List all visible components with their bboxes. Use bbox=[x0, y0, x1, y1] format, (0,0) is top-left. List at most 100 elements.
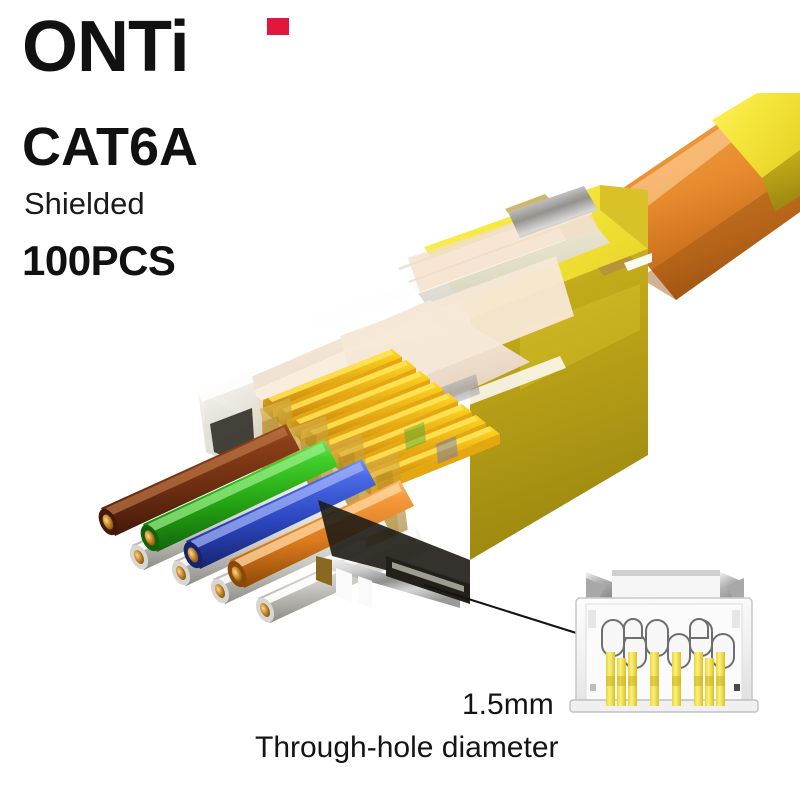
shell-right-face bbox=[470, 249, 648, 560]
wire-brown bbox=[98, 424, 300, 536]
contact-pin bbox=[291, 371, 430, 441]
latch-tab-left bbox=[336, 568, 352, 602]
callout-measurement-label: 1.5mm bbox=[462, 688, 554, 721]
inset-body bbox=[575, 597, 753, 711]
wire-orange bbox=[227, 480, 414, 588]
cable-shield-band-side bbox=[762, 150, 800, 212]
inset-shield-top-bar bbox=[612, 570, 720, 598]
inset-side-detail-left bbox=[590, 684, 596, 691]
housing-left-side bbox=[205, 396, 318, 500]
onti-logo-accent-icon bbox=[267, 18, 289, 35]
housing-front-face bbox=[205, 392, 318, 500]
cable-assembly bbox=[598, 93, 800, 300]
front-ferrule bbox=[316, 556, 332, 586]
onti-logo-text: ONTi bbox=[22, 7, 190, 87]
load-bar-lattice bbox=[250, 398, 458, 548]
inset-pin bbox=[694, 652, 703, 706]
cable-jacket-highlight bbox=[612, 96, 792, 212]
through-hole bbox=[623, 633, 647, 669]
inset-pin-seam bbox=[606, 676, 725, 686]
contact-pin bbox=[333, 404, 472, 474]
shell-slot-b bbox=[624, 253, 652, 271]
wire-blue bbox=[183, 459, 376, 569]
onti-logo: ONTi bbox=[22, 8, 322, 86]
housing-top-deck bbox=[216, 300, 530, 460]
through-hole bbox=[711, 633, 735, 669]
internal-shield-strip bbox=[508, 186, 598, 238]
inset-shield-left-fin bbox=[586, 578, 606, 604]
inset-pin bbox=[705, 658, 714, 706]
shell-rear-wrap bbox=[600, 185, 648, 249]
callout-leader-line bbox=[423, 583, 609, 645]
latch-metal-clip bbox=[326, 556, 460, 608]
housing-rail-lower bbox=[330, 356, 566, 456]
through-hole bbox=[601, 619, 625, 657]
inset-shield-wing-right bbox=[720, 572, 744, 602]
connector-front-face bbox=[198, 372, 262, 478]
shell-top-face bbox=[424, 185, 648, 318]
inset-pin bbox=[606, 652, 615, 706]
callout-caption: Through-hole diameter bbox=[255, 731, 559, 764]
through-hole bbox=[645, 619, 669, 657]
wire-white-blue bbox=[210, 504, 388, 604]
housing-rail-upper bbox=[400, 202, 592, 282]
cable-jacket bbox=[598, 95, 800, 300]
contact-pin bbox=[347, 415, 486, 485]
contact-pin bbox=[361, 426, 500, 496]
shell-crimp-tab-a bbox=[505, 194, 553, 219]
latch-body bbox=[386, 556, 470, 604]
contact-pin bbox=[305, 382, 444, 452]
contact-pin bbox=[263, 349, 402, 419]
connector-clear-housing bbox=[205, 186, 610, 500]
front-face-dark-channel bbox=[210, 408, 256, 470]
inset-body-inner bbox=[585, 603, 743, 705]
shell-crimp-tab-b bbox=[598, 256, 636, 276]
wire-white-brown bbox=[129, 468, 312, 570]
through-hole bbox=[689, 618, 709, 639]
wire-bundle bbox=[98, 424, 428, 623]
contact-pins-group bbox=[263, 349, 500, 496]
inset-shield-top-edge bbox=[612, 570, 720, 576]
contact-pin bbox=[319, 393, 458, 463]
inset-shield-wing-left bbox=[586, 572, 612, 602]
inset-contact-pins bbox=[606, 652, 725, 706]
brand-block: ONTi bbox=[22, 8, 322, 86]
wire-white-orange bbox=[255, 526, 428, 623]
front-face-bevel bbox=[198, 372, 254, 402]
through-hole bbox=[689, 619, 713, 657]
housing-top-deck-sheen bbox=[250, 316, 470, 424]
latch-shadow bbox=[318, 500, 470, 592]
connector-latch-assembly bbox=[316, 500, 470, 608]
inset-notch-right bbox=[732, 610, 740, 628]
inset-pin bbox=[617, 658, 626, 706]
spec-shielding: Shielded bbox=[24, 186, 145, 221]
housing-upper-top bbox=[398, 200, 610, 312]
spec-category: CAT6A bbox=[22, 117, 199, 177]
housing-rail-mid bbox=[312, 228, 566, 330]
inset-through-holes bbox=[601, 618, 735, 669]
wire-green bbox=[140, 440, 338, 552]
housing-inner-cavity-2 bbox=[408, 198, 598, 292]
wire-white-green bbox=[171, 486, 350, 586]
inset-pin bbox=[716, 652, 725, 706]
inset-side-detail-right bbox=[734, 684, 740, 691]
contact-pin bbox=[277, 360, 416, 430]
through-hole bbox=[667, 633, 691, 669]
shell-slot-a bbox=[536, 195, 566, 211]
through-hole bbox=[623, 618, 643, 639]
cable-jacket-shadow bbox=[640, 176, 800, 300]
inset-notch-left bbox=[588, 610, 596, 628]
cable-shield-band bbox=[712, 93, 800, 178]
inset-shield-right-fin bbox=[726, 578, 744, 604]
inset-pin bbox=[650, 652, 659, 706]
inset-pin bbox=[628, 652, 637, 706]
inset-pin bbox=[672, 652, 681, 706]
spec-quantity: 100PCS bbox=[22, 237, 176, 284]
inset-front-view-connector bbox=[569, 570, 759, 713]
latch-highlight bbox=[392, 562, 464, 592]
connector-shield-shell bbox=[424, 185, 652, 560]
inset-bottom-lip bbox=[569, 699, 759, 713]
latch-tab-right bbox=[358, 576, 372, 608]
shell-right-face-sheen bbox=[520, 284, 640, 390]
